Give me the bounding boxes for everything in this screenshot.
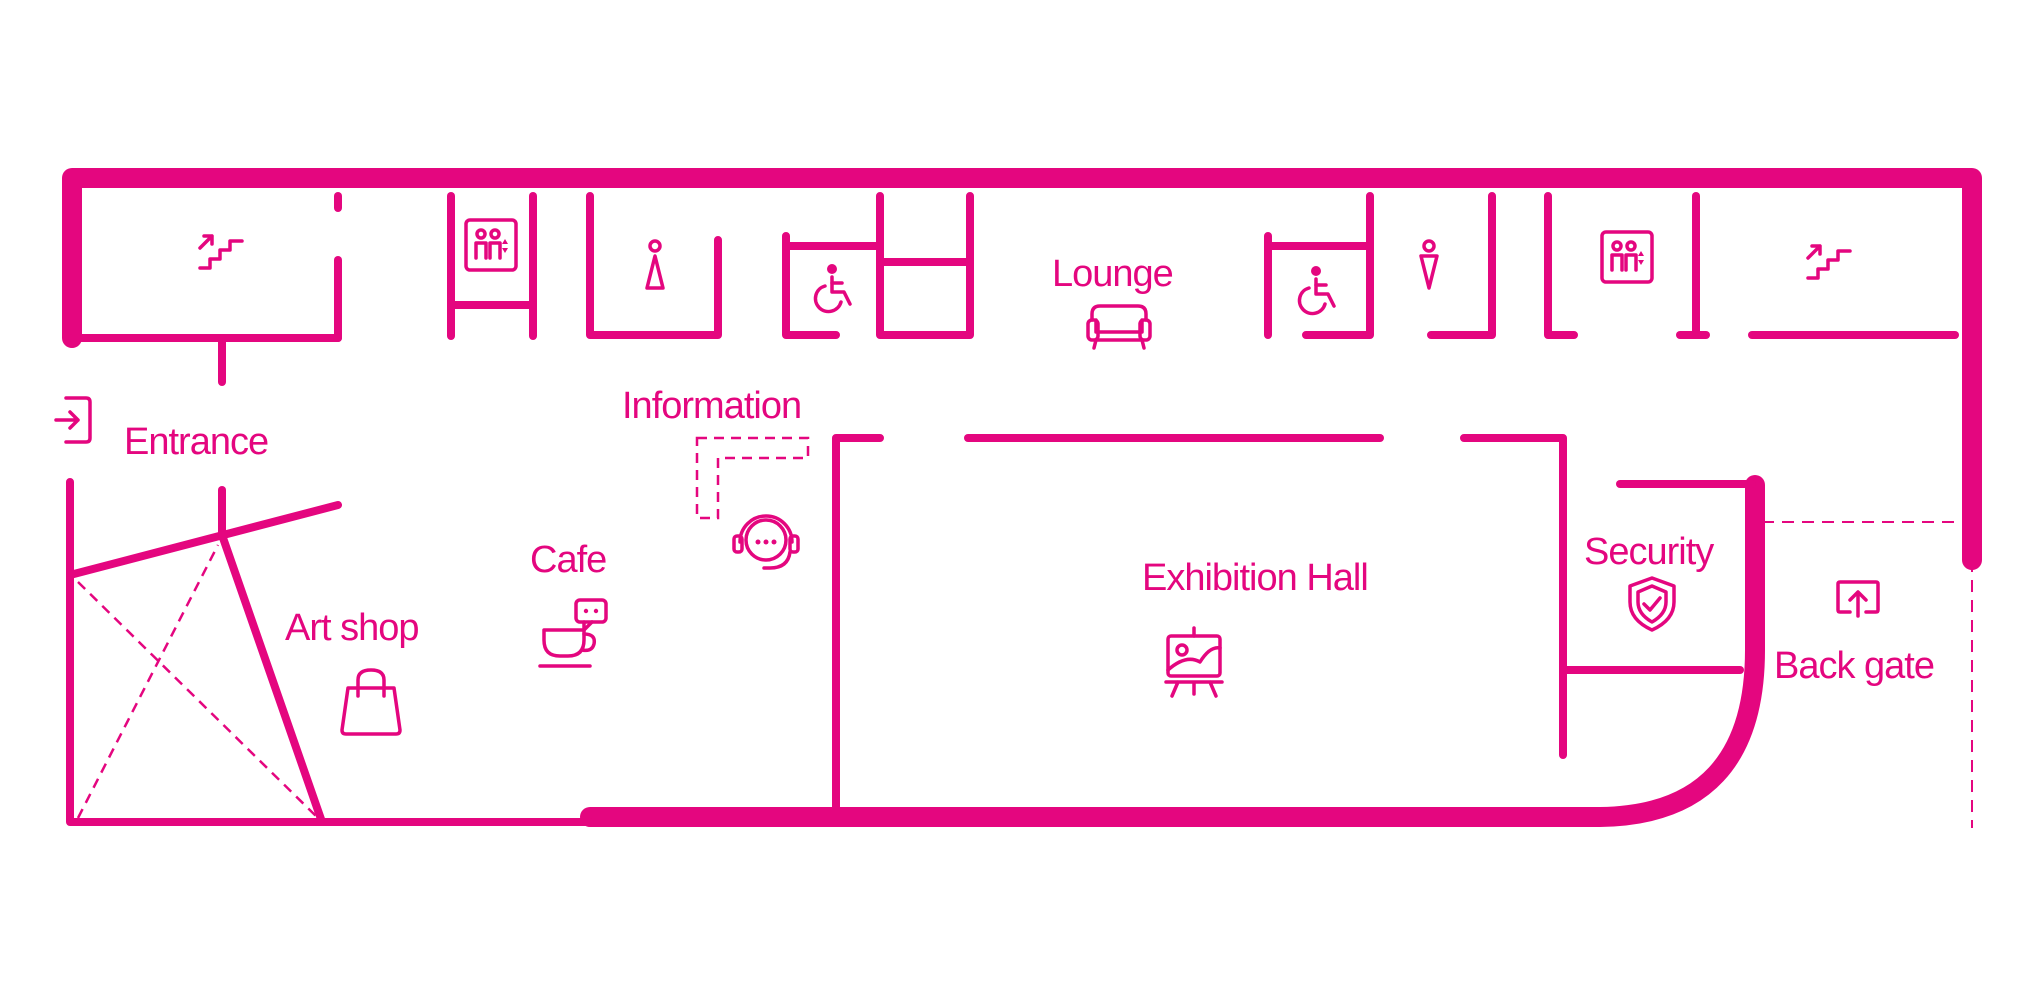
art-shop-label: Art shop — [285, 607, 419, 649]
exhibition-hall-label: Exhibition Hall — [1142, 557, 1368, 599]
security-label: Security — [1584, 531, 1714, 573]
stairs-icon — [1806, 244, 1852, 280]
elevator-icon — [1600, 230, 1654, 284]
void-cross-dashed — [77, 581, 319, 819]
inner-walls — [66, 192, 1959, 826]
information-desk-outline — [695, 436, 810, 520]
back-gate-label: Back gate — [1774, 645, 1934, 687]
outer-wall-bottom-curve — [580, 475, 1765, 827]
headset-support-icon — [732, 514, 800, 570]
easel-painting-icon — [1164, 626, 1224, 698]
dashed-lines — [76, 436, 1973, 828]
coffee-cup-icon — [538, 598, 608, 668]
accessible-restroom-icon — [813, 264, 852, 314]
void-cross-dashed — [76, 544, 220, 819]
elevator-icon — [464, 218, 518, 272]
shopping-bag-icon — [340, 668, 402, 736]
outer-wall-top — [62, 168, 1982, 570]
lounge-label: Lounge — [1052, 253, 1173, 295]
information-label: Information — [622, 385, 801, 427]
cafe-label: Cafe — [530, 539, 606, 581]
sofa-icon — [1086, 304, 1152, 350]
stairs-icon — [198, 234, 244, 270]
exit-arrow-icon — [1836, 580, 1880, 618]
accessible-restroom-icon — [1297, 266, 1336, 316]
female-restroom-icon — [645, 239, 665, 290]
entrance-icon — [54, 396, 92, 444]
shield-check-icon — [1628, 576, 1676, 632]
male-restroom-icon — [1419, 239, 1439, 290]
outer-walls — [62, 168, 1982, 827]
entrance-label: Entrance — [124, 421, 268, 463]
